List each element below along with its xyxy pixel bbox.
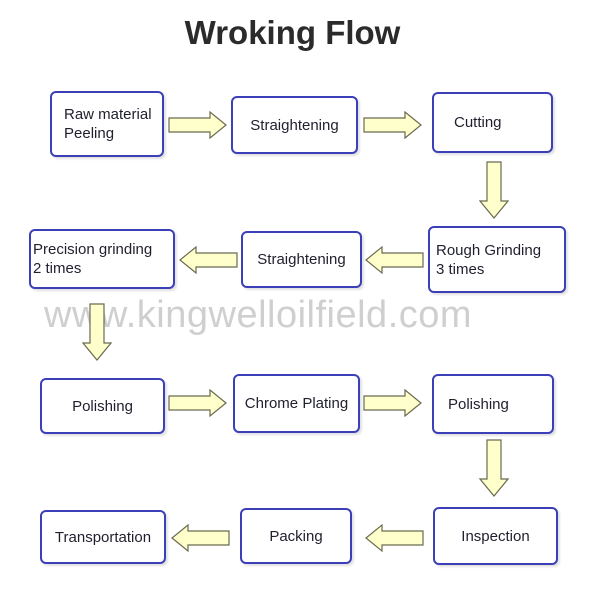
step-straightening-1: Straightening: [231, 96, 358, 154]
arrow-right-icon: [168, 111, 227, 139]
arrow-right-icon: [168, 389, 227, 417]
step-precision-grinding: Precision grinding 2 times: [29, 229, 175, 289]
step-cutting: Cutting: [432, 92, 553, 153]
step-transportation: Transportation: [40, 510, 166, 564]
step-inspection: Inspection: [433, 507, 558, 565]
diagram-title: Wroking Flow: [184, 14, 401, 51]
arrow-left-icon: [179, 246, 238, 274]
arrow-left-icon: [365, 524, 424, 552]
arrow-down-icon: [479, 161, 509, 219]
step-packing: Packing: [240, 508, 352, 564]
arrow-down-icon: [82, 303, 112, 361]
arrow-right-icon: [363, 389, 422, 417]
step-straightening-2: Straightening: [241, 231, 362, 288]
step-polishing-2: Polishing: [432, 374, 554, 434]
step-rough-grinding: Rough Grinding 3 times: [428, 226, 566, 293]
step-polishing-1: Polishing: [40, 378, 165, 434]
step-raw-material-peeling: Raw material Peeling: [50, 91, 164, 157]
arrow-down-icon: [479, 439, 509, 497]
step-chrome-plating: Chrome Plating: [233, 374, 360, 433]
arrow-left-icon: [171, 524, 230, 552]
arrow-left-icon: [365, 246, 424, 274]
watermark-text: www.kingwelloilfield.com: [44, 294, 473, 336]
arrow-right-icon: [363, 111, 422, 139]
